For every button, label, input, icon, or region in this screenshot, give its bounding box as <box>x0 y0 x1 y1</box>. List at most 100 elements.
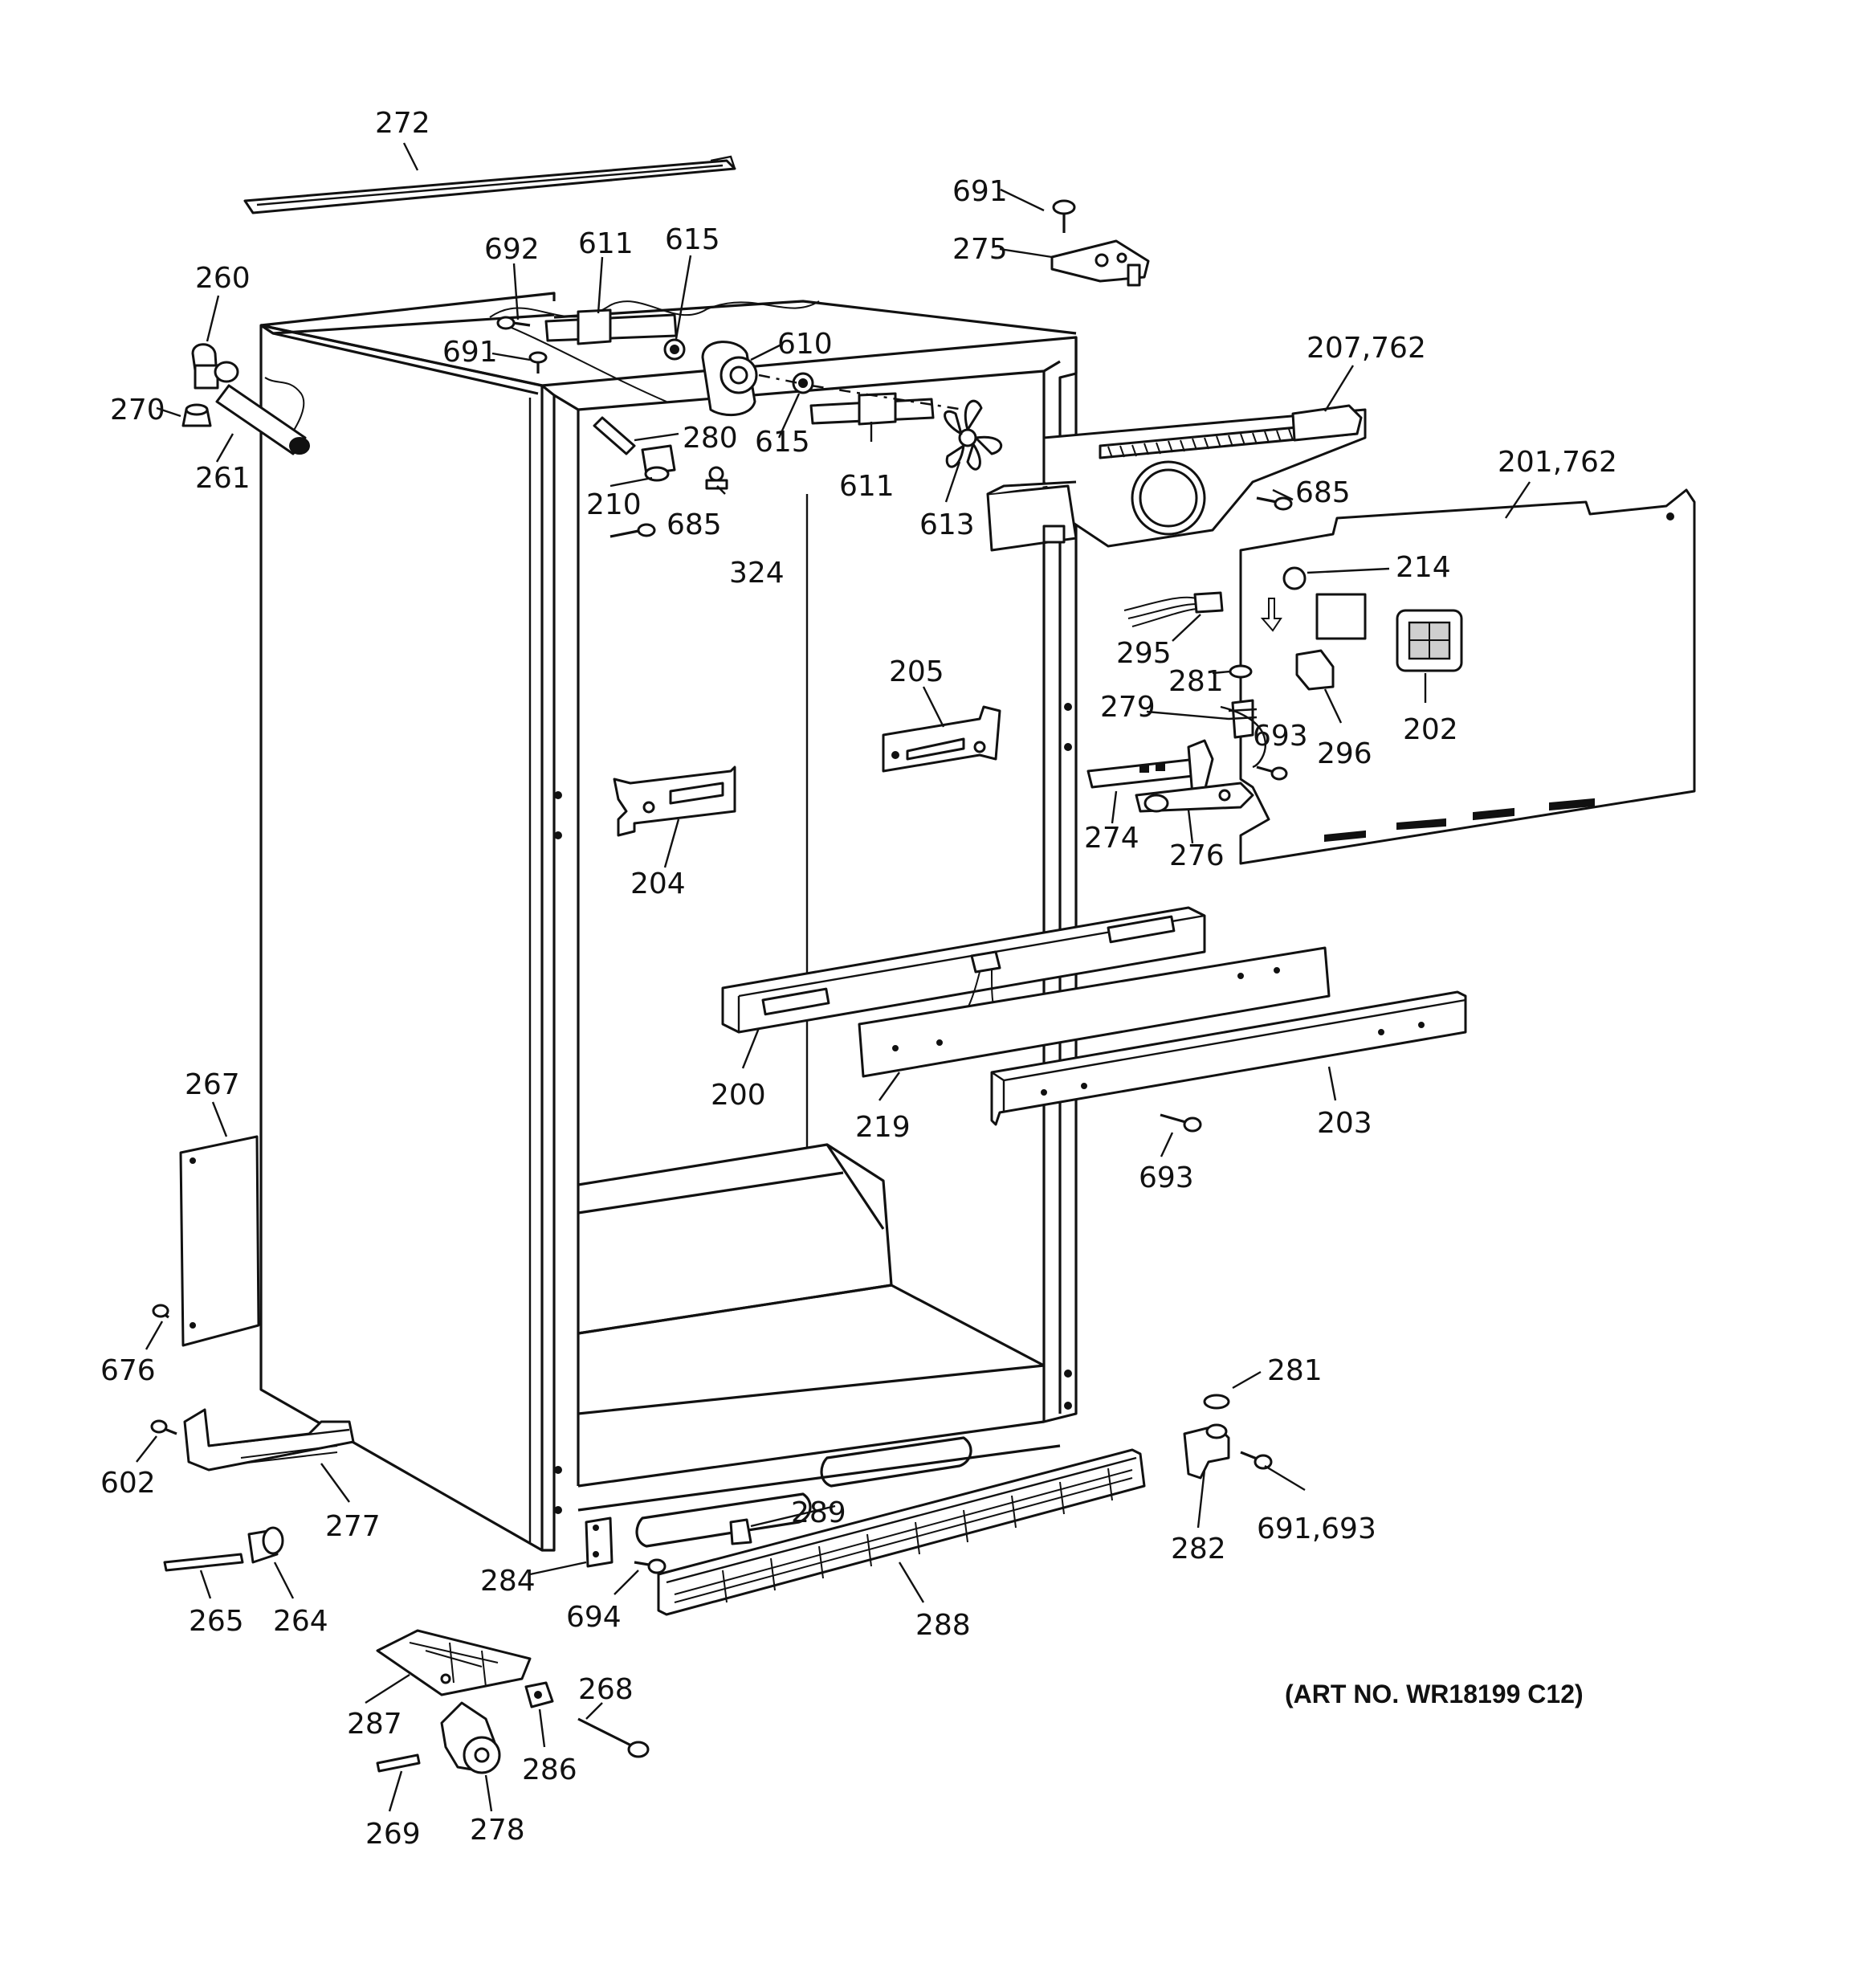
part-261-rod <box>215 384 310 455</box>
art-number: (ART NO. WR18199 C12) <box>1285 1680 1584 1708</box>
part-691-screw-small <box>528 351 548 374</box>
part-611-bracket-upper <box>544 308 678 345</box>
label-610: 610 <box>777 328 833 361</box>
label-615-upper: 615 <box>665 223 720 256</box>
label-691-693: 691,693 <box>1257 1512 1376 1545</box>
label-692: 692 <box>484 233 540 266</box>
label-275: 275 <box>952 233 1008 266</box>
part-693-screw <box>1160 1113 1202 1133</box>
part-611-bracket-lower <box>809 392 935 426</box>
label-281-lower: 281 <box>1267 1354 1323 1387</box>
part-210-lamp-socket <box>641 444 676 482</box>
part-264-roller <box>247 1526 284 1564</box>
part-275-top-hinge <box>1050 239 1150 287</box>
label-289: 289 <box>791 1496 846 1529</box>
part-324-fastener <box>705 466 728 490</box>
part-289-clip <box>729 1518 752 1545</box>
label-219: 219 <box>855 1111 911 1144</box>
label-264: 264 <box>273 1605 328 1638</box>
label-276: 276 <box>1169 839 1225 872</box>
part-288-toe-grille <box>657 1448 1146 1616</box>
part-282-leveling-bracket <box>1183 1423 1230 1480</box>
part-200-mullion-bar <box>721 906 1206 1034</box>
part-204-bracket <box>613 765 736 837</box>
label-202: 202 <box>1403 713 1458 746</box>
label-693-right: 693 <box>1253 720 1308 753</box>
label-200: 200 <box>711 1079 766 1112</box>
part-219-strip <box>858 946 1331 1078</box>
label-204: 204 <box>630 867 686 900</box>
part-602-screw <box>150 1419 177 1435</box>
part-270-plug <box>181 403 212 427</box>
label-602: 602 <box>100 1467 156 1500</box>
part-205-bracket <box>882 705 1001 773</box>
part-280-pin <box>593 416 636 455</box>
cabinet-body <box>259 292 1078 1552</box>
label-280: 280 <box>683 422 738 455</box>
label-284: 284 <box>480 1565 536 1598</box>
part-296-relay <box>1295 649 1335 691</box>
label-611-lower: 611 <box>839 470 895 503</box>
label-685-left: 685 <box>667 508 722 541</box>
label-281-upper: 281 <box>1168 665 1224 698</box>
part-281-washer-lower <box>1203 1394 1230 1410</box>
label-267: 267 <box>185 1068 240 1101</box>
label-693-mid: 693 <box>1139 1161 1194 1194</box>
label-694: 694 <box>566 1601 622 1634</box>
label-324: 324 <box>729 557 785 590</box>
part-281-washer-upper <box>1229 664 1253 679</box>
label-270: 270 <box>110 394 165 427</box>
part-676-screw <box>152 1304 169 1319</box>
part-276-hinge-arm <box>1135 782 1254 813</box>
part-203-trim-channel <box>990 990 1467 1126</box>
label-210: 210 <box>586 488 642 521</box>
label-265: 265 <box>189 1605 244 1638</box>
label-295: 295 <box>1116 637 1172 670</box>
part-691-screw <box>1052 199 1076 233</box>
part-267-side-panel <box>179 1135 260 1347</box>
part-268-bolt <box>577 1717 650 1758</box>
label-282: 282 <box>1171 1533 1226 1565</box>
part-693-screw-small <box>1256 765 1288 781</box>
label-691-top: 691 <box>952 175 1008 208</box>
part-692-screw <box>496 316 531 330</box>
label-296: 296 <box>1317 737 1372 770</box>
label-272: 272 <box>375 107 430 140</box>
part-685-screw-left <box>609 523 656 538</box>
part-201-762-evaporator-cover <box>1239 488 1696 865</box>
label-278: 278 <box>470 1814 525 1847</box>
part-260-hinge-pin <box>191 343 239 390</box>
part-610-fan-motor <box>701 341 964 417</box>
label-279: 279 <box>1100 691 1156 724</box>
label-611-upper: 611 <box>578 227 634 260</box>
part-287-caster-plate <box>376 1629 532 1696</box>
part-274-hinge-bracket <box>1086 739 1214 797</box>
part-295-wire-harness <box>1123 591 1224 627</box>
label-685-right: 685 <box>1295 476 1351 509</box>
part-265-axle <box>163 1553 244 1572</box>
part-694-screw <box>634 1558 667 1574</box>
label-260: 260 <box>195 262 251 295</box>
label-203: 203 <box>1317 1107 1372 1140</box>
label-205: 205 <box>889 655 944 688</box>
part-278-rear-roller <box>440 1701 501 1774</box>
label-269: 269 <box>365 1818 421 1851</box>
label-261: 261 <box>195 462 251 495</box>
part-286-nut <box>524 1681 554 1708</box>
part-277-bottom-bracket <box>183 1408 355 1472</box>
part-691-693-screw <box>1240 1451 1273 1470</box>
label-615-lower: 615 <box>755 426 810 459</box>
label-214: 214 <box>1396 551 1451 584</box>
part-207-762-fan-shroud <box>986 404 1367 552</box>
label-287: 287 <box>347 1708 402 1741</box>
label-676: 676 <box>100 1354 156 1387</box>
leader-lines <box>136 142 1531 1812</box>
part-269-pin <box>376 1753 421 1773</box>
part-685-screw-right <box>1256 496 1293 511</box>
label-274: 274 <box>1084 822 1139 855</box>
label-286: 286 <box>522 1753 577 1786</box>
label-201-762: 201,762 <box>1498 446 1617 479</box>
part-272-top-trim-strip <box>243 155 736 214</box>
label-207-762: 207,762 <box>1307 332 1426 365</box>
